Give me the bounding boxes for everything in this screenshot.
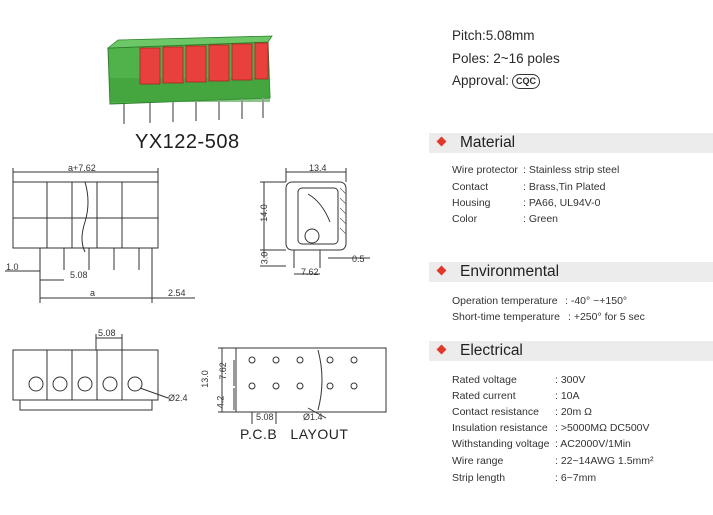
electrical-row: Insulation resistance: >5000MΩ DC500V <box>452 422 650 434</box>
model-number: YX122-508 <box>135 131 240 153</box>
product-image <box>106 35 273 124</box>
pitch-spec: Pitch:5.08mm <box>452 28 535 43</box>
electrical-row: Contact resistance: 20m Ω <box>452 406 593 418</box>
material-section-header: Material <box>429 133 713 153</box>
dim-front-pitch: 5.08 <box>70 270 88 280</box>
dim-pcb-a: 7.62 <box>217 362 228 380</box>
section-title: Electrical <box>460 342 523 359</box>
environmental-section-header: Environmental <box>429 262 713 282</box>
material-row: Contact: Brass,Tin Plated <box>452 181 606 193</box>
dim-front-right: 2.54 <box>168 288 186 298</box>
material-row: Housing: PA66, UL94V-0 <box>452 197 601 209</box>
electrical-section-header: Electrical <box>429 341 713 361</box>
dim-side-bottom: 7.62 <box>301 267 319 277</box>
cqc-mark: CQC <box>512 74 541 89</box>
top-view-drawing <box>12 334 169 411</box>
environmental-row: Short-time temperature: +250° for 5 sec <box>452 311 645 323</box>
dim-pcb-hole: Ø1.4 <box>303 412 323 422</box>
dim-side-pin: 3.0 <box>259 251 270 265</box>
dim-front-a: a <box>90 288 96 298</box>
dim-side-right: 0.5 <box>352 254 365 264</box>
electrical-row: Rated voltage: 300V <box>452 374 586 386</box>
dim-top-pitch: 5.08 <box>98 328 116 338</box>
dim-pcb-pitch: 5.08 <box>256 412 274 422</box>
section-bullet-icon <box>436 344 447 355</box>
pcb-layout-label: P.C.B LAYOUT <box>240 426 349 442</box>
section-title: Environmental <box>460 263 560 280</box>
side-view-drawing <box>260 168 370 275</box>
dim-side-height: 14.0 <box>258 204 269 222</box>
approval-spec: Approval:CQC <box>452 73 541 89</box>
dim-pcb-b: 4.2 <box>215 395 226 409</box>
section-bullet-icon <box>436 265 447 276</box>
environmental-row: Operation temperature: -40° ~+150° <box>452 295 628 307</box>
approval-label: Approval: <box>452 73 510 88</box>
dim-top-hole: Ø2.4 <box>168 393 188 403</box>
material-row: Color: Green <box>452 213 559 225</box>
section-title: Material <box>460 134 516 151</box>
electrical-row: Withstanding voltage: AC2000V/1Min <box>452 438 631 450</box>
front-view-drawing <box>5 168 195 303</box>
material-row: Wire protector: Stainless strip steel <box>452 164 620 176</box>
dim-side-width: 13.4 <box>309 163 327 173</box>
dim-pcb-total: 13.0 <box>199 370 210 388</box>
electrical-row: Wire range: 22~14AWG 1.5mm² <box>452 455 654 467</box>
dim-front-left: 1.0 <box>6 262 19 272</box>
section-bullet-icon <box>436 136 447 147</box>
electrical-row: Strip length: 6~7mm <box>452 472 597 484</box>
electrical-row: Rated current: 10A <box>452 390 580 402</box>
pcb-layout-drawing <box>218 347 387 424</box>
poles-spec: Poles: 2~16 poles <box>452 51 560 66</box>
dim-front-top: a+7.62 <box>68 163 96 173</box>
